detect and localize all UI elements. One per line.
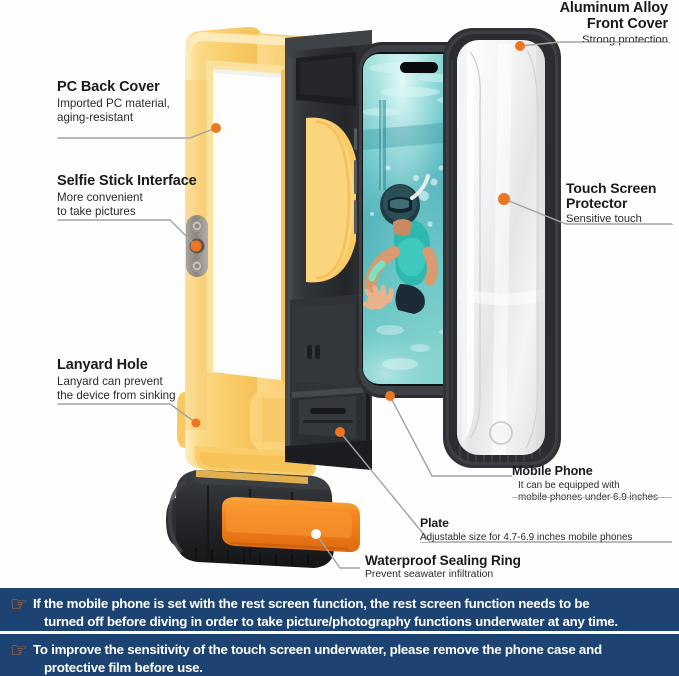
touch-screen-protector-part [457,40,545,455]
pointing-hand-icon: ☞ [10,592,28,616]
callout-sub-lanyard-line1: Lanyard can prevent [57,375,163,388]
note-banner-2-line1: To improve the sensitivity of the touch … [32,642,602,657]
callout-title-touch-line2: Protector [566,195,628,212]
callout-sub-alloy: Strong protection [581,33,668,46]
pointing-hand-icon: ☞ [10,638,28,662]
callout-sub-touch: Sensitive touch [566,212,642,225]
banner-divider [0,631,679,634]
rule-mobile-phone [512,497,672,498]
callout-sub-selfie-line2: to take pictures [57,204,136,218]
callout-sub-selfie-line1: More convenient [57,191,143,204]
callout-selfie-stick-interface: Selfie Stick Interface More convenient t… [57,173,197,218]
callout-title-lanyard-hole: Lanyard Hole [57,357,148,373]
callout-sub-plate: Adjustable size for 4.7-6.9 inches mobil… [420,532,633,543]
callout-pc-back-cover: PC Back Cover Imported PC material, agin… [57,79,170,124]
callout-sub-sealing-ring: Prevent seawater infiltration [365,569,494,580]
callout-plate: Plate Adjustable size for 4.7-6.9 inches… [420,516,679,544]
dot-touch-screen-protector [498,193,510,205]
adjustable-plate-part [292,387,363,448]
callout-title-alloy-line2: Front Cover [586,15,668,32]
callout-anchor-dots [190,41,525,539]
dot-mobile-phone [385,391,395,401]
callout-lanyard-hole: Lanyard Hole Lanyard can prevent the dev… [57,357,176,402]
swimmer-figure [363,174,439,314]
rule-alloy-front-cover [560,42,670,43]
callout-sub-phone-line1: It can be equipped with [518,480,620,491]
note-banner-2-line2: protective film before use. [43,659,203,675]
rule-plate [420,542,672,543]
callout-aluminum-alloy-front-cover: Aluminum Alloy Front Cover Strong protec… [468,0,669,47]
callout-title-pc-back-cover: PC Back Cover [57,79,160,95]
rule-pc-back-cover [57,138,190,139]
callout-sub-pc-back-cover-line2: aging-resistant [57,110,134,124]
note-banner-2: ☞ To improve the sensitivity of the touc… [0,634,679,676]
dot-waterproof-sealing-ring [311,529,321,539]
note-banner-1-text: If the mobile phone is set with the rest… [33,595,618,630]
callout-title-plate: Plate [420,516,449,530]
aluminum-alloy-front-cover-part [443,28,561,468]
dot-plate [335,427,345,437]
dot-lanyard-hole [191,418,201,428]
black-inner-frame-part [285,30,372,470]
callout-sub-pc-back-cover-line1: Imported PC material, [57,97,170,110]
dot-pc-back-cover [211,123,221,133]
rule-lanyard-hole [57,404,170,405]
callout-touch-screen-protector: Touch Screen Protector Sensitive touch [566,180,676,226]
rule-selfie-stick [57,220,170,221]
callout-title-mobile-phone: Mobile Phone [512,464,593,478]
note-banner-1: ☞ If the mobile phone is set with the re… [0,588,679,631]
dot-selfie-stick-interface [190,240,202,252]
callout-title-sealing-ring: Waterproof Sealing Ring [365,553,521,568]
note-banner-1-line1: If the mobile phone is set with the rest… [32,596,590,611]
callout-title-touch-line1: Touch Screen [566,180,657,196]
waterproof-sealing-ring-part [166,470,360,568]
note-banner-1-line2: turned off before diving in order to tak… [43,613,618,629]
callout-sub-lanyard-line2: the device from sinking [57,388,176,402]
dot-aluminum-alloy-front-cover [515,41,525,51]
note-banner-2-text: To improve the sensitivity of the touch … [33,641,602,676]
rule-touch-screen [566,224,673,225]
callout-waterproof-sealing-ring: Waterproof Sealing Ring Prevent seawater… [365,553,625,581]
callout-title-selfie-stick-interface: Selfie Stick Interface [57,173,197,189]
callout-title-alloy-line1: Aluminum Alloy [559,0,669,16]
